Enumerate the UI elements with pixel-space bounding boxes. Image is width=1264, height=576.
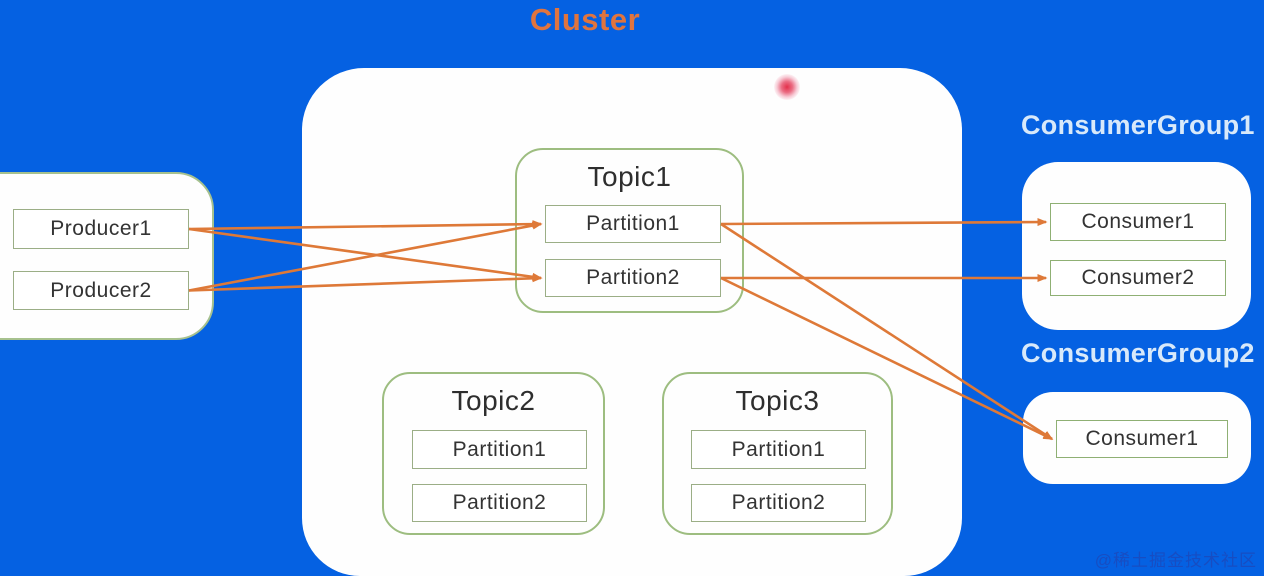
topic1-partition2-label: Partition2 — [586, 266, 680, 289]
topic1-partition1-box: Partition1 — [545, 205, 721, 243]
consumer-group2-box: Consumer1 — [1023, 392, 1251, 484]
cg1-consumer1-box: Consumer1 — [1050, 203, 1226, 241]
cluster-box: Topic1 Partition1 Partition2 Topic2 Part… — [302, 68, 962, 576]
topic3-partition1-label: Partition1 — [731, 437, 826, 461]
cg2-consumer1-label: Consumer1 — [1085, 427, 1199, 450]
consumer-group2-title: ConsumerGroup2 — [1021, 338, 1255, 368]
producer2-box: Producer2 — [13, 271, 189, 310]
topic3-partition2-label: Partition2 — [731, 491, 826, 514]
topic1-partition2-box: Partition2 — [545, 259, 721, 297]
producer1-box: Producer1 — [13, 209, 189, 249]
producer1-label: Producer1 — [50, 217, 152, 240]
watermark: @稀土掘金技术社区 — [1094, 551, 1257, 570]
topic2-partition1-box: Partition1 — [412, 430, 587, 469]
cg1-consumer2-label: Consumer2 — [1081, 266, 1195, 289]
topic2-partition1-label: Partition1 — [452, 437, 547, 461]
laser-pointer-dot — [774, 74, 800, 100]
topic1-partition1-label: Partition1 — [586, 212, 680, 235]
topic1-box: Topic1 Partition1 Partition2 — [515, 148, 744, 313]
cg1-consumer1-label: Consumer1 — [1081, 210, 1195, 233]
topic2-partition2-box: Partition2 — [412, 484, 587, 522]
producer2-label: Producer2 — [50, 278, 152, 302]
cluster-title: Cluster — [529, 2, 641, 37]
topic2-title: Topic2 — [451, 385, 536, 416]
topic2-partition2-label: Partition2 — [452, 491, 547, 514]
topic3-box: Topic3 Partition1 Partition2 — [662, 372, 893, 535]
topic2-box: Topic2 Partition1 Partition2 — [382, 372, 605, 535]
topic3-partition2-box: Partition2 — [691, 484, 866, 522]
consumer-group1-title: ConsumerGroup1 — [1021, 110, 1255, 140]
topic1-title: Topic1 — [587, 161, 672, 192]
consumer-group1-box: Consumer1 Consumer2 — [1022, 162, 1251, 330]
topic3-partition1-box: Partition1 — [691, 430, 866, 469]
producers-box: Producer1 Producer2 — [0, 172, 214, 340]
cg1-consumer2-box: Consumer2 — [1050, 260, 1226, 296]
cg2-consumer1-box: Consumer1 — [1056, 420, 1228, 458]
topic3-title: Topic3 — [735, 385, 820, 416]
